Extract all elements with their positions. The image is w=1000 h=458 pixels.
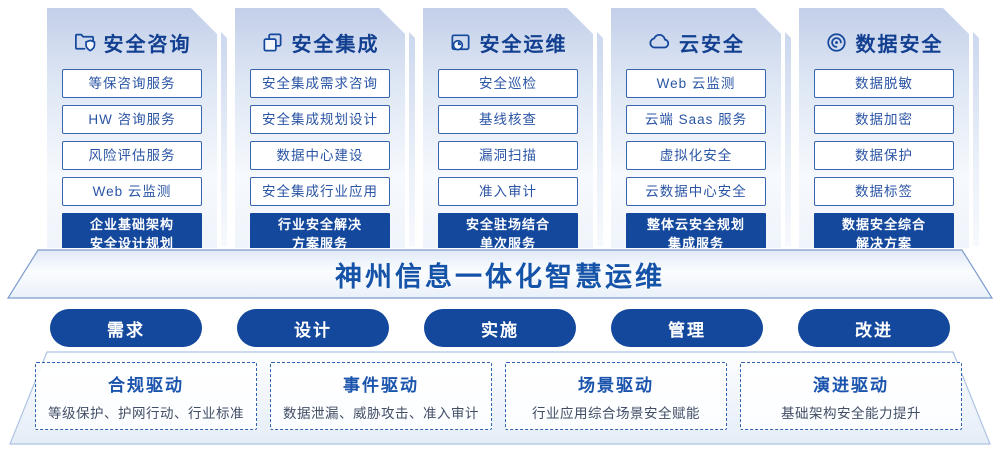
category-header: 数据安全 (799, 8, 969, 55)
service-item: 数据标签 (814, 177, 954, 206)
driver-title: 合规驱动 (108, 375, 184, 395)
fingerprint-icon (825, 31, 848, 54)
service-list: 安全集成需求咨询 安全集成规划设计 数据中心建设 安全集成行业应用 (250, 69, 390, 206)
category-title: 云安全 (679, 33, 745, 56)
service-item: 数据中心建设 (250, 141, 390, 170)
category-header: 安全咨询 (47, 8, 217, 55)
footer-line: 集成服务 (667, 236, 724, 251)
cloud-icon (647, 30, 671, 54)
service-item: 等保咨询服务 (62, 69, 202, 98)
driver-title: 演进驱动 (813, 375, 889, 395)
driver-title: 场景驱动 (578, 375, 654, 395)
banner-trapezoid-shape (6, 249, 994, 299)
process-pill: 实施 (424, 309, 576, 347)
driver-box: 演进驱动 基础架构安全能力提升 (740, 362, 962, 430)
process-pill: 需求 (50, 309, 202, 347)
service-item: 虚拟化安全 (626, 141, 766, 170)
service-item: 数据脱敏 (814, 69, 954, 98)
category-card: 云安全 Web 云监测 云端 Saas 服务 虚拟化安全 云数据中心安全 整体云… (611, 8, 781, 248)
card-side-shadow (973, 32, 979, 246)
driver-title: 事件驱动 (343, 375, 419, 395)
category-column-consulting: 安全咨询 等保咨询服务 HW 咨询服务 风险评估服务 Web 云监测 企业基础架… (47, 8, 227, 248)
service-item: 数据加密 (814, 105, 954, 134)
service-list: 等保咨询服务 HW 咨询服务 风险评估服务 Web 云监测 (62, 69, 202, 206)
service-item: 准入审计 (438, 177, 578, 206)
service-item: 安全集成需求咨询 (250, 69, 390, 98)
footer-line: 安全驻场结合 (465, 217, 550, 233)
footer-line: 方案服务 (291, 236, 348, 251)
category-card: 安全运维 安全巡检 基线核查 漏洞扫描 准入审计 安全驻场结合 单次服务 (423, 8, 593, 248)
process-pill: 设计 (237, 309, 389, 347)
stacked-documents-icon (261, 31, 284, 54)
service-item: 云数据中心安全 (626, 177, 766, 206)
driver-desc: 基础架构安全能力提升 (781, 405, 921, 421)
service-item: 安全集成行业应用 (250, 177, 390, 206)
service-list: 数据脱敏 数据加密 数据保护 数据标签 (814, 69, 954, 206)
service-item: Web 云监测 (626, 69, 766, 98)
service-item: 漏洞扫描 (438, 141, 578, 170)
service-item: 安全集成规划设计 (250, 105, 390, 134)
process-steps: 需求 设计 实施 管理 改进 (50, 309, 950, 347)
card-side-shadow (785, 32, 791, 246)
service-item: Web 云监测 (62, 177, 202, 206)
monitor-clock-icon (449, 31, 472, 54)
footer-line: 整体云安全规划 (646, 217, 745, 233)
footer-line: 单次服务 (479, 236, 536, 251)
process-pill: 改进 (798, 309, 950, 347)
category-header: 云安全 (611, 8, 781, 55)
driver-desc: 行业应用综合场景安全赋能 (532, 405, 700, 421)
service-item: 风险评估服务 (62, 141, 202, 170)
service-item: 云端 Saas 服务 (626, 105, 766, 134)
footer-line: 企业基础架构 (89, 217, 174, 233)
service-list: 安全巡检 基线核查 漏洞扫描 准入审计 (438, 69, 578, 206)
category-header: 安全集成 (235, 8, 405, 55)
category-card: 安全咨询 等保咨询服务 HW 咨询服务 风险评估服务 Web 云监测 企业基础架… (47, 8, 217, 248)
banner-title: 神州信息一体化智慧运维 (335, 261, 665, 292)
footer-line: 行业安全解决 (277, 217, 362, 233)
service-item: 安全巡检 (438, 69, 578, 98)
category-card: 数据安全 数据脱敏 数据加密 数据保护 数据标签 数据安全综合 解决方案 (799, 8, 969, 248)
category-column-cloud: 云安全 Web 云监测 云端 Saas 服务 虚拟化安全 云数据中心安全 整体云… (611, 8, 791, 248)
driver-box: 场景驱动 行业应用综合场景安全赋能 (505, 362, 727, 430)
category-title: 数据安全 (855, 33, 944, 56)
category-column-integration: 安全集成 安全集成需求咨询 安全集成规划设计 数据中心建设 安全集成行业应用 行… (235, 8, 415, 248)
service-item: 基线核查 (438, 105, 578, 134)
service-list: Web 云监测 云端 Saas 服务 虚拟化安全 云数据中心安全 (626, 69, 766, 206)
process-pill: 管理 (611, 309, 763, 347)
category-title: 安全运维 (479, 33, 568, 56)
category-column-operations: 安全运维 安全巡检 基线核查 漏洞扫描 准入审计 安全驻场结合 单次服务 (423, 8, 603, 248)
category-header: 安全运维 (423, 8, 593, 55)
card-side-shadow (597, 32, 603, 246)
driver-desc: 数据泄漏、威胁攻击、准入审计 (283, 405, 479, 421)
footer-line: 解决方案 (855, 236, 912, 251)
folder-shield-icon (73, 31, 96, 54)
card-side-shadow (409, 32, 415, 246)
driver-desc: 等级保护、护网行动、行业标准 (48, 405, 244, 421)
service-item: HW 咨询服务 (62, 105, 202, 134)
footer-line: 安全设计规划 (89, 236, 174, 251)
card-side-shadow (221, 32, 227, 246)
category-card: 安全集成 安全集成需求咨询 安全集成规划设计 数据中心建设 安全集成行业应用 行… (235, 8, 405, 248)
driver-boxes: 合规驱动 等级保护、护网行动、行业标准 事件驱动 数据泄漏、威胁攻击、准入审计 … (35, 362, 962, 430)
platform-banner: 神州信息一体化智慧运维 (0, 249, 1000, 299)
category-column-data: 数据安全 数据脱敏 数据加密 数据保护 数据标签 数据安全综合 解决方案 (799, 8, 979, 248)
driver-box: 事件驱动 数据泄漏、威胁攻击、准入审计 (270, 362, 492, 430)
driver-box: 合规驱动 等级保护、护网行动、行业标准 (35, 362, 257, 430)
service-item: 数据保护 (814, 141, 954, 170)
footer-line: 数据安全综合 (841, 217, 926, 233)
category-title: 安全集成 (291, 33, 380, 56)
category-title: 安全咨询 (103, 33, 192, 56)
